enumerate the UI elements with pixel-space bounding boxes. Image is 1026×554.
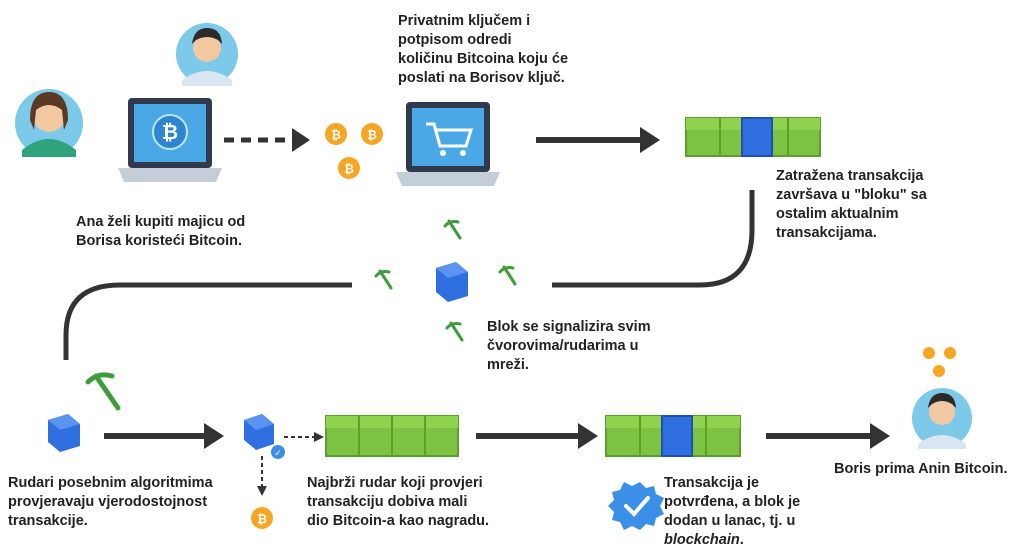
svg-text:✓: ✓ (274, 449, 282, 459)
pickaxe-icons (85, 219, 517, 411)
label-sign: Privatnim ključem i potpisom odredi koli… (398, 12, 568, 88)
label-reward-line: dio Bitcoin-a kao nagradu. (307, 513, 490, 529)
label-block-line: završava u "bloku" sa (776, 187, 927, 203)
svg-text:₿: ₿ (331, 128, 341, 142)
label-sign-line: količinu Bitcoina koju će (398, 51, 569, 67)
block-chain-confirmed (605, 415, 741, 457)
label-ana-line: Borisa koristeći Bitcoin. (76, 233, 242, 249)
connector-right (552, 190, 755, 288)
label-reward-line: Najbrži rudar koji provjeri (307, 475, 483, 491)
svg-text:₿: ₿ (257, 512, 267, 526)
label-signal: Blok se signalizira svim čvorovima/rudar… (487, 318, 651, 375)
label-block: Zatražena transakcija završava u "bloku"… (776, 167, 927, 243)
signal-block-icon (436, 262, 468, 302)
reward-coin-icon: ₿ (251, 507, 273, 529)
label-miners-line: transakcije. (8, 513, 88, 529)
label-signal-line: Blok se signalizira svim (487, 319, 651, 335)
verified-badge-icon (608, 482, 664, 530)
ana-avatar (15, 89, 83, 157)
label-confirmed-line: blockchain. (664, 532, 744, 548)
boris-avatar-top (176, 23, 238, 86)
label-miners-line: provjeravaju vjerodostojnost (8, 494, 208, 510)
label-reward-line: transakciju dobiva mali (307, 494, 468, 510)
laptop-bitcoin-icon: ₿ (118, 98, 222, 182)
label-miners: Rudari posebnim algoritmima provjeravaju… (8, 474, 213, 531)
label-sign-line: poslati na Borisov ključ. (398, 70, 565, 86)
coins-icon: ₿ ₿ ₿ (325, 123, 383, 179)
label-blockchain-italic: blockchain (664, 532, 740, 548)
laptop-cart-icon (396, 102, 500, 186)
boris-avatar-bottom (912, 388, 972, 449)
label-ana-line: Ana želi kupiti majicu od (76, 214, 246, 230)
svg-text:₿: ₿ (344, 162, 354, 176)
connector-left (63, 282, 352, 360)
label-miners-line: Rudari posebnim algoritmima (8, 475, 213, 491)
label-signal-line: mreži. (487, 357, 529, 373)
laptop-bitcoin-symbol: ₿ (162, 120, 178, 144)
label-confirmed-line: Transakcija je (664, 475, 760, 491)
block-chain-middle (325, 415, 459, 457)
block-chain-top (685, 117, 821, 157)
label-reward: Najbrži rudar koji provjeri transakciju … (307, 474, 489, 531)
label-block-line: transakcijama. (776, 225, 877, 241)
label-block-line: ostalim aktualnim (776, 206, 899, 222)
label-sign-line: potpisom odredi (398, 32, 512, 48)
label-confirmed-line: dodan u lanac, tj. u (664, 513, 796, 529)
label-ana: Ana želi kupiti majicu od Borisa koriste… (76, 213, 245, 251)
svg-text:₿: ₿ (367, 128, 377, 142)
verified-block-icon: ✓ (244, 414, 285, 459)
label-sign-line: Privatnim ključem i (398, 13, 531, 29)
label-block-line: Zatražena transakcija (776, 168, 924, 184)
label-boris: Boris prima Anin Bitcoin. (834, 461, 1008, 477)
label-confirmed: Transakcija je potvrđena, a blok je doda… (664, 474, 800, 550)
label-signal-line: čvorovima/rudarima u (487, 338, 639, 354)
boris-coins-icon (923, 347, 956, 377)
miner-block-icon (48, 414, 80, 452)
label-confirmed-line: potvrđena, a blok je (664, 494, 801, 510)
